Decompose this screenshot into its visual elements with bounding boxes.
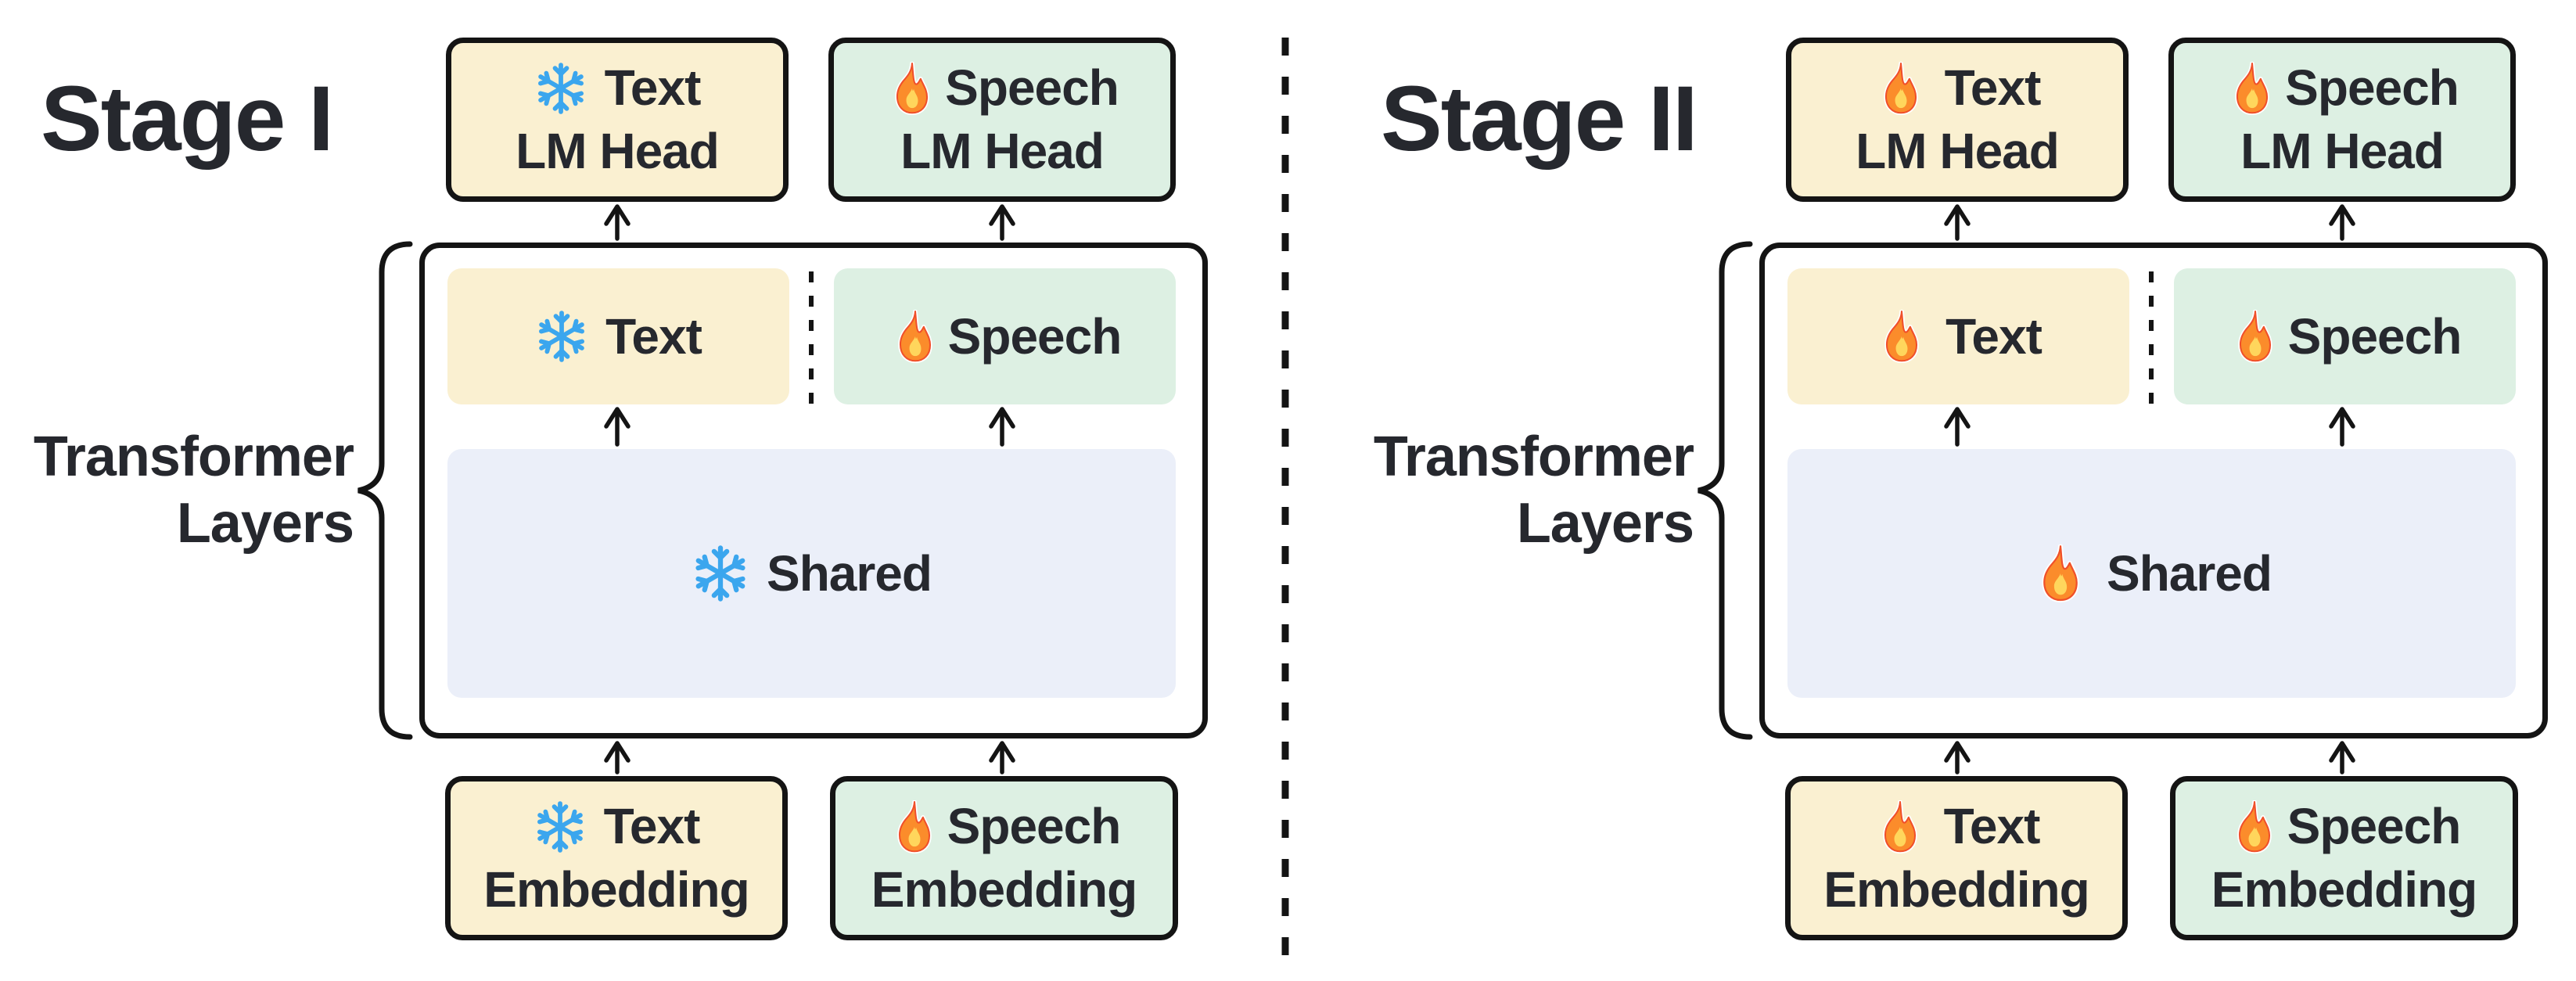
arrow-up-icon <box>1944 741 1971 774</box>
snowflake-icon <box>534 800 587 853</box>
box-label-line: Text <box>1874 795 2040 858</box>
box-label: Embedding <box>483 861 749 918</box>
fire-icon <box>2032 544 2089 602</box>
box-label: Embedding <box>2211 861 2477 918</box>
stage2-shared-layers-block: Shared <box>1787 449 2516 698</box>
box-label: Text <box>603 798 701 855</box>
stage2-speech-lm-head-box: Speech LM Head <box>2168 38 2516 202</box>
arrow-up-icon <box>2329 204 2355 241</box>
fire-icon <box>888 800 941 853</box>
box-label: Speech <box>2287 307 2463 365</box>
box-label-line: Speech <box>2226 56 2459 120</box>
box-label-line: Speech <box>888 795 1121 858</box>
box-label: Embedding <box>871 861 1137 918</box>
snowflake-icon <box>534 62 587 115</box>
label-line: Layers <box>1516 491 1694 555</box>
box-label-line: Shared <box>692 542 932 605</box>
box-label: Speech <box>945 59 1119 117</box>
box-label: LM Head <box>516 123 720 179</box>
box-label: Speech <box>2287 798 2462 855</box>
box-label-line: Text <box>535 305 702 368</box>
fire-icon <box>2226 61 2279 115</box>
box-label-line: Speech <box>2228 795 2461 858</box>
box-label: LM Head <box>900 123 1105 179</box>
stage1-text-embedding-box: Text Embedding <box>445 776 788 940</box>
box-label-line: Text <box>534 56 701 120</box>
fire-icon <box>1875 310 1928 363</box>
box-label-line: Text <box>534 795 700 858</box>
box-label-line: Text <box>1874 56 2041 120</box>
stage2-curly-brace <box>1698 241 1753 740</box>
box-label: Shared <box>767 544 932 602</box>
box-label-line: Text <box>1875 305 2042 368</box>
fire-icon <box>1874 61 1928 115</box>
arrow-up-icon <box>604 741 631 774</box>
stage2-speech-layers-block: Speech <box>2174 268 2516 404</box>
box-label: LM Head <box>1856 123 2060 179</box>
box-label: Text <box>604 59 702 117</box>
box-label: Text <box>605 307 702 365</box>
stage2-text-embedding-box: Text Embedding <box>1785 776 2128 940</box>
fire-icon <box>889 310 942 363</box>
box-label: LM Head <box>2240 123 2445 179</box>
fire-icon <box>2228 800 2281 853</box>
box-label: Speech <box>2285 59 2459 117</box>
snowflake-icon <box>692 544 749 602</box>
fire-icon <box>2229 310 2282 363</box>
stage2-text-lm-head-box: Text LM Head <box>1786 38 2129 202</box>
arrow-up-icon <box>989 741 1015 774</box>
stage1-curly-brace <box>357 241 413 740</box>
arrow-up-icon <box>2329 741 2355 774</box>
box-label: Speech <box>947 798 1122 855</box>
fire-icon <box>886 61 939 115</box>
stage1-text-lm-head-box: Text LM Head <box>446 38 789 202</box>
label-line: Transformer <box>1373 426 1694 488</box>
box-label: Text <box>1945 307 2042 365</box>
stage1-transformer-layers-label: Transformer Layers <box>16 424 354 557</box>
stage1-shared-layers-block: Shared <box>447 449 1176 698</box>
stage2-transformer-layers-label: Transformer Layers <box>1356 424 1694 557</box>
snowflake-icon <box>535 310 588 363</box>
stage-2-title: Stage II <box>1381 67 1698 171</box>
box-label: Speech <box>947 307 1123 365</box>
stage1-speech-embedding-box: Speech Embedding <box>830 776 1178 940</box>
arrow-up-icon <box>1944 204 1971 241</box>
box-label: Text <box>1944 59 2042 117</box>
arrow-up-icon <box>989 204 1015 241</box>
arrow-up-icon <box>604 204 631 241</box>
stage1-speech-lm-head-box: Speech LM Head <box>828 38 1176 202</box>
stage1-text-layers-block: Text <box>447 268 789 404</box>
box-label-line: Speech <box>886 56 1119 120</box>
box-label-line: Speech <box>889 305 1122 368</box>
box-label-line: Speech <box>2229 305 2462 368</box>
label-line: Layers <box>176 491 354 555</box>
box-label: Embedding <box>1823 861 2089 918</box>
box-label-line: Shared <box>2032 542 2272 605</box>
stage-1-title: Stage I <box>41 67 334 171</box>
box-label: Text <box>1943 798 2041 855</box>
label-line: Transformer <box>33 426 354 488</box>
stage2-speech-embedding-box: Speech Embedding <box>2170 776 2518 940</box>
stage1-speech-layers-block: Speech <box>834 268 1176 404</box>
stage2-text-layers-block: Text <box>1787 268 2129 404</box>
fire-icon <box>1874 800 1927 853</box>
box-label: Shared <box>2107 544 2272 602</box>
